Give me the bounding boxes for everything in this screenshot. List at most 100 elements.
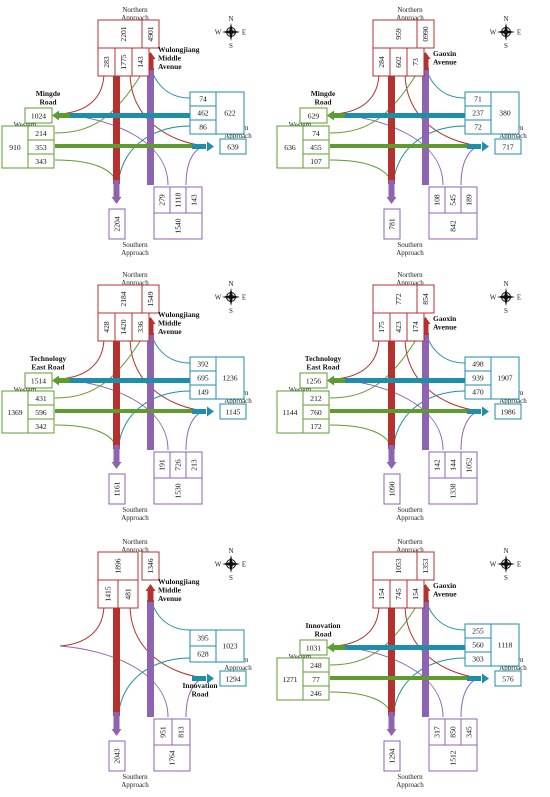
compass-needle-n bbox=[504, 23, 508, 32]
south-total-box bbox=[428, 477, 478, 505]
arrow-west-out-shaft bbox=[58, 378, 70, 383]
road-name-ew: East Road bbox=[31, 363, 65, 372]
north-total-box bbox=[97, 19, 150, 49]
west-turn-count: 760 bbox=[310, 408, 322, 417]
arrow-north-out-shaft bbox=[422, 323, 429, 335]
flow-south-through bbox=[422, 68, 429, 185]
compass-label-e: E bbox=[517, 294, 521, 302]
east-total-box bbox=[215, 356, 245, 400]
compass-needle-w bbox=[497, 562, 506, 566]
east-total-count: 380 bbox=[499, 109, 511, 118]
flow-east-through bbox=[341, 645, 465, 650]
arrow-east-out-shaft bbox=[192, 409, 206, 414]
western-approach-label: Western bbox=[289, 653, 312, 661]
north-total-count: 1053 bbox=[394, 558, 403, 573]
west-out-box bbox=[24, 372, 53, 389]
west-total-count: 1369 bbox=[7, 408, 22, 417]
south-out-count: 1090 bbox=[388, 481, 397, 496]
north-total-box bbox=[372, 19, 425, 49]
east-out-count: 639 bbox=[227, 143, 239, 152]
road-name-ns: Avenue bbox=[433, 590, 457, 599]
east-total-count: 1023 bbox=[222, 642, 237, 651]
arrow-west-out bbox=[327, 375, 334, 386]
west-turn-count: 212 bbox=[310, 394, 322, 403]
north-out-box bbox=[416, 284, 435, 314]
arrow-east-out-shaft bbox=[192, 144, 206, 149]
flow-south-through bbox=[422, 600, 429, 717]
west-total-box bbox=[1, 390, 29, 434]
north-turn-count: 154 bbox=[377, 588, 386, 600]
east-turn-count: 303 bbox=[472, 655, 484, 664]
east-total-box bbox=[490, 91, 520, 135]
western-approach-label: Western bbox=[14, 386, 37, 394]
north-turn-count: 745 bbox=[394, 588, 403, 600]
south-out-box bbox=[383, 473, 401, 505]
north-turn-count: 1415 bbox=[104, 586, 113, 601]
north-out-count: 1353 bbox=[421, 558, 430, 573]
north-total-count: 772 bbox=[394, 293, 403, 305]
road-name-ns: Avenue bbox=[433, 58, 457, 67]
compass-label-w: W bbox=[490, 29, 497, 37]
compass-needle-e bbox=[506, 295, 515, 299]
eastern-approach-label-2: Approach bbox=[224, 132, 252, 140]
arrow-east-out bbox=[207, 406, 214, 417]
compass-needle-e bbox=[231, 295, 240, 299]
east-turn-count: 695 bbox=[197, 374, 209, 383]
east-turn-count: 392 bbox=[197, 360, 209, 369]
east-total-count: 1118 bbox=[498, 641, 513, 650]
panel-p5: NorthernApproachSouthernApproachEasternA… bbox=[59, 538, 252, 789]
compass-label-s: S bbox=[229, 307, 233, 315]
flow-south-through bbox=[147, 68, 154, 185]
north-out-count: 854 bbox=[421, 293, 430, 305]
curve-north-to-east bbox=[404, 336, 481, 412]
curve-south-to-west bbox=[59, 645, 169, 718]
south-out-box bbox=[108, 740, 126, 772]
panel-p1: NorthernApproachSouthernApproachEasternA… bbox=[1, 6, 252, 257]
arrow-east-out bbox=[482, 673, 489, 684]
flow-east-through bbox=[66, 113, 190, 118]
northern-approach-label: Northern bbox=[397, 538, 423, 546]
south-turn-count: 189 bbox=[465, 194, 474, 206]
south-total-count: 1764 bbox=[168, 750, 177, 765]
south-out-box bbox=[383, 740, 401, 772]
compass-label-w: W bbox=[215, 561, 222, 569]
flow-east-through bbox=[341, 378, 465, 383]
arrow-west-out bbox=[327, 642, 334, 653]
west-out-count: 1024 bbox=[31, 112, 46, 121]
west-total-box bbox=[1, 125, 29, 169]
arrow-east-out-shaft bbox=[467, 144, 481, 149]
south-turn-count: 279 bbox=[158, 194, 167, 206]
arrow-west-out bbox=[52, 375, 59, 386]
compass-needle-w bbox=[222, 295, 231, 299]
compass-needle-s bbox=[504, 32, 508, 41]
south-total-count: 1512 bbox=[449, 750, 458, 765]
flow-north-through bbox=[388, 72, 395, 184]
arrow-south-out-shaft bbox=[388, 445, 395, 463]
turning-curves bbox=[329, 324, 481, 456]
south-out-box bbox=[383, 208, 401, 240]
curve-north-to-west bbox=[334, 336, 380, 380]
compass-needle-n bbox=[504, 288, 508, 297]
north-turn-count: 1775 bbox=[119, 54, 128, 69]
arrow-west-out-shaft bbox=[333, 113, 345, 118]
turning-curves bbox=[59, 591, 206, 723]
compass-label-e: E bbox=[517, 29, 521, 37]
west-out-count: 1256 bbox=[306, 377, 321, 386]
south-turn-count: 317 bbox=[433, 726, 442, 738]
compass-label-n: N bbox=[228, 547, 233, 555]
curve-south-to-east bbox=[185, 410, 206, 451]
north-turn-count: 143 bbox=[136, 56, 145, 68]
eastern-approach-label-2: Approach bbox=[224, 664, 252, 672]
eastern-approach-label-2: Approach bbox=[499, 397, 527, 405]
compass-label-w: W bbox=[490, 294, 497, 302]
north-total-box bbox=[372, 551, 425, 581]
flow-west-through bbox=[330, 409, 470, 413]
compass-needle-w bbox=[497, 295, 506, 299]
compass-label-w: W bbox=[215, 29, 222, 37]
flow-north-through bbox=[388, 604, 395, 716]
northern-approach-label: Northern bbox=[397, 271, 423, 279]
arrow-west-out bbox=[52, 110, 59, 121]
arrow-north-out-shaft bbox=[422, 590, 429, 602]
flow-north-through bbox=[113, 604, 120, 716]
east-total-box bbox=[215, 629, 245, 663]
